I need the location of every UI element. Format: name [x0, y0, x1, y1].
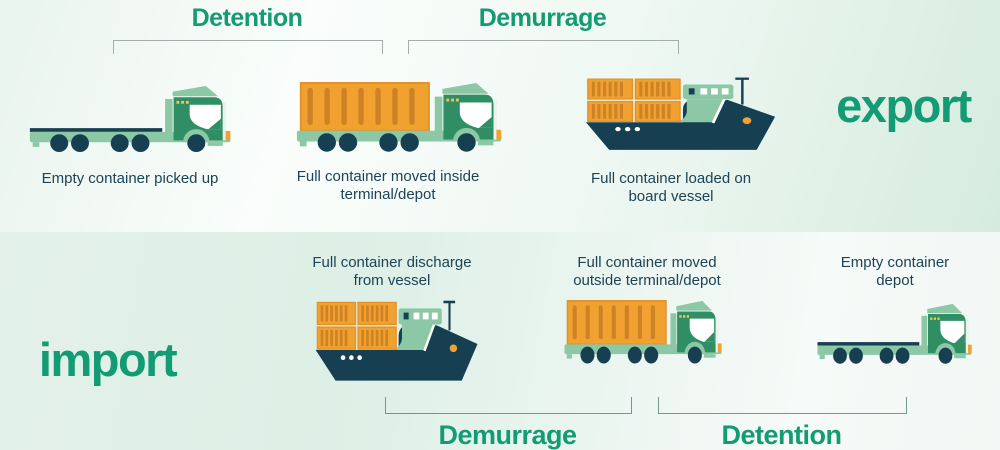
import-title: import [38, 333, 178, 386]
container-ship-icon [584, 76, 778, 153]
detention-period-bracket-import [658, 397, 907, 414]
caption-line: Empty container picked up [41, 170, 219, 187]
demurrage-period-bracket-export [408, 40, 679, 54]
step-caption: Empty container picked up [15, 170, 245, 188]
caption-line: Full container moved inside [296, 168, 480, 185]
import-band: import Full container discharge from ves… [0, 232, 1000, 450]
caption-line: Full container discharge [312, 254, 472, 271]
step-caption: Full container moved outside terminal/de… [532, 254, 762, 291]
export-band: Detention Demurrage Empty container pick… [0, 0, 1000, 232]
detention-period-bracket-export [113, 40, 383, 54]
export-title: export [836, 79, 972, 132]
demurrage-heading-export: Demurrage [478, 4, 607, 32]
loaded-truck-icon [563, 300, 726, 371]
step-caption: Full container loaded on board vessel [556, 170, 786, 207]
caption-line: outside terminal/depot [573, 272, 721, 290]
detention-heading-export: Detention [191, 4, 303, 32]
empty-truck-icon [816, 303, 976, 371]
caption-line: from vessel [353, 272, 431, 290]
caption-line: board vessel [628, 188, 714, 206]
demurrage-heading-import: Demurrage [438, 420, 577, 450]
container-ship-icon [314, 299, 480, 384]
loaded-truck-icon [295, 82, 507, 160]
step-caption: Full container moved inside terminal/dep… [273, 168, 503, 205]
caption-line: depot [876, 272, 914, 290]
caption-line: terminal/depot [340, 186, 436, 204]
demurrage-period-bracket-import [385, 397, 632, 414]
caption-line: Empty container [840, 254, 950, 271]
empty-truck-icon [28, 85, 236, 160]
caption-line: Full container loaded on [590, 170, 752, 187]
step-caption: Empty container depot [780, 254, 1000, 291]
step-caption: Full container discharge from vessel [277, 254, 507, 291]
detention-heading-import: Detention [721, 420, 843, 450]
caption-line: Full container moved [577, 254, 717, 271]
